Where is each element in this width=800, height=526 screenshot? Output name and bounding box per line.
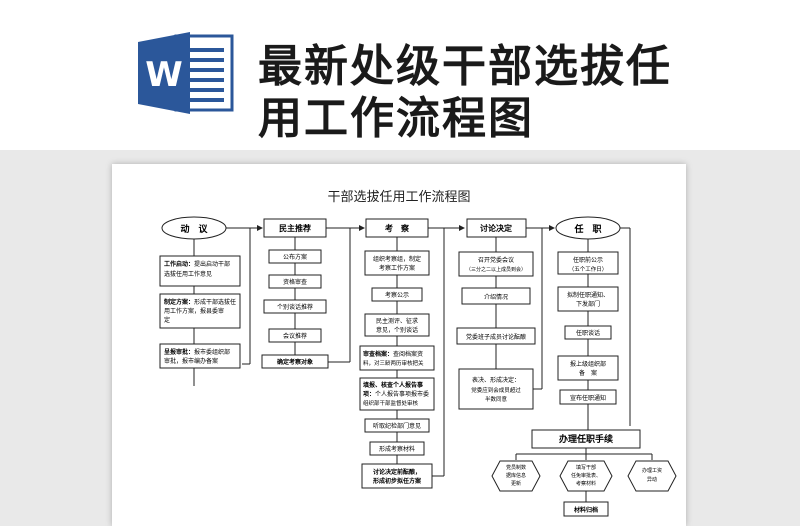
svg-text:形成初步拟任方案: 形成初步拟任方案 [373,477,422,485]
column-head-text: 任 职 [573,223,601,235]
svg-text:办理工资: 办理工资 [642,467,662,474]
svg-text:更新: 更新 [511,480,521,487]
svg-text:制定方案：形成干部选拔任: 制定方案：形成干部选拔任 [164,298,236,306]
column-inspection: 考 察 组织考察组，制定 考察工作方案 考察公示 民主测评、征求 意见，个别谈话… [359,218,445,489]
column-decision: 讨论决定 召开党委会议 （三分之二以上成员到会） 介绍情况 党委班子成员讨论酝酿… [456,218,543,410]
step-box [159,255,241,287]
svg-text:下发部门: 下发部门 [576,300,600,308]
svg-text:选拔任用工作意见: 选拔任用工作意见 [164,270,212,278]
svg-text:召开党委会议: 召开党委会议 [478,256,514,264]
svg-text:任职谈话: 任职谈话 [576,329,600,337]
column-appointment: 任 职 任职前公示 （五个工作日） 拟制任职通知、 下发部门 任职谈话 报上级组… [555,216,631,426]
flowchart: 动 议 工作启动：提出启动干部 选拔任用工作意见 制定方案：形成干部选拔任 用工… [159,216,677,517]
svg-text:讨论决定前酝酿，: 讨论决定前酝酿， [373,468,421,476]
page-title-line-1: 最新处级干部选拔任 [258,41,672,92]
svg-text:宣布任职通知: 宣布任职通知 [570,394,606,402]
svg-text:任免审批表、: 任免审批表、 [571,472,601,479]
column-motion: 动 议 工作启动：提出启动干部 选拔任用工作意见 制定方案：形成干部选拔任 用工… [159,216,251,386]
svg-text:工作启动：提出启动干部: 工作启动：提出启动干部 [164,260,230,268]
svg-text:考察公示: 考察公示 [385,291,409,299]
logo-letter: W [145,55,183,95]
svg-text:考察工作方案: 考察工作方案 [379,264,415,272]
svg-text:项：个人报告事项报市委: 项：个人报告事项报市委 [363,390,429,398]
column-head-text: 讨论决定 [480,223,512,233]
column-recommendation: 民主推荐 公布方案 资格审查 个别谈话推荐 会议推荐 确定考察对象 [261,218,351,369]
svg-text:（五个工作日）: （五个工作日） [569,265,608,273]
document-page: 干部选拔任用工作流程图 动 议 工作启动：提出启动干部 选拔任用工作意见 制定方… [112,164,686,526]
svg-text:报上级组织部: 报上级组织部 [570,360,606,368]
svg-text:备 案: 备 案 [579,369,597,377]
svg-text:党委应到会成员超过: 党委应到会成员超过 [471,386,521,394]
svg-text:审查档案：查阅档案资: 审查档案：查阅档案资 [363,350,423,358]
svg-text:党员制数: 党员制数 [506,464,526,471]
svg-text:表决、形成决定：: 表决、形成决定： [472,376,520,384]
svg-text:意见，个别谈话: 意见，个别谈话 [376,326,418,334]
svg-text:考察材料: 考察材料 [576,480,596,487]
page-title-line-2: 用工作流程图 [258,93,534,144]
svg-text:会议推荐: 会议推荐 [283,332,307,340]
column-head-text: 考 察 [385,223,410,233]
column-head-text: 民主推荐 [279,223,311,233]
svg-text:填写干部: 填写干部 [576,464,596,471]
svg-text:用工作方案，报县委审: 用工作方案，报县委审 [164,307,224,315]
svg-text:资格审查: 资格审查 [283,278,307,286]
svg-text:组织考察组，制定: 组织考察组，制定 [373,255,421,263]
word-icon: W [138,32,234,114]
svg-text:定: 定 [164,316,170,324]
svg-text:异动: 异动 [647,476,657,483]
flowchart-title: 干部选拔任用工作流程图 [327,190,471,205]
svg-text:（三分之二以上成员到会）: （三分之二以上成员到会） [466,266,526,273]
step-box [159,293,241,329]
svg-text:听取纪检部门意见: 听取纪检部门意见 [373,422,421,430]
svg-text:半数同意: 半数同意 [485,395,508,403]
svg-text:公布方案: 公布方案 [283,253,307,261]
svg-text:据库信息: 据库信息 [506,472,526,479]
svg-text:呈报审批：报市委组织部: 呈报审批：报市委组织部 [164,348,230,356]
step-box [159,343,241,369]
svg-text:审批，报市编办备案: 审批，报市编办备案 [164,357,218,365]
svg-text:办理任职手续: 办理任职手续 [559,433,613,445]
svg-text:组织部干部监督处审核: 组织部干部监督处审核 [363,399,419,407]
header: W 最新处级干部选拔任 用工作流程图 [0,0,800,150]
svg-text:材料归档: 材料归档 [573,506,598,514]
column-head-text: 动 议 [180,223,208,235]
svg-text:党委班子成员讨论酝酿: 党委班子成员讨论酝酿 [466,333,526,341]
svg-text:形成考察材料: 形成考察材料 [379,445,415,453]
svg-text:任职前公示: 任职前公示 [573,256,603,264]
svg-text:民主测评、征求: 民主测评、征求 [376,317,418,325]
svg-text:填报、核查个人报告事: 填报、核查个人报告事 [363,381,423,389]
svg-text:拟制任职通知、: 拟制任职通知、 [567,291,609,299]
appointment-procedures: 办理任职手续 党员制数 据库信息 更新 填写干部 任免审批表、 考察材料 办理工… [491,404,677,517]
svg-text:介绍情况: 介绍情况 [484,293,508,301]
svg-text:个别谈话推荐: 个别谈话推荐 [277,303,313,311]
svg-text:料，对三龄两历审核把关: 料，对三龄两历审核把关 [363,359,424,367]
svg-text:确定考察对象: 确定考察对象 [277,358,313,366]
